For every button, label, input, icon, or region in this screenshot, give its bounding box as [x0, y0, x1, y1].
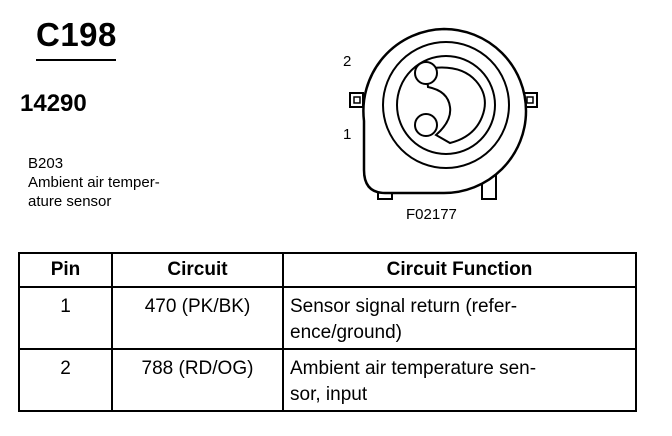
table-row: 2 788 (RD/OG) Ambient air temperature se…: [18, 348, 637, 412]
function-line: sor, input: [290, 384, 368, 405]
table-header-row: Pin Circuit Circuit Function: [18, 252, 637, 288]
component-name-line-2: ature sensor: [28, 193, 112, 210]
component-name-line-1: Ambient air temper-: [28, 174, 160, 191]
cell-pin: 1: [18, 286, 113, 350]
pinout-table: Pin Circuit Circuit Function 1 470 (PK/B…: [18, 252, 637, 412]
pin-label-2: 2: [343, 53, 352, 70]
function-line: Ambient air temperature sen-: [290, 358, 537, 379]
header-pin: Pin: [18, 252, 113, 288]
connector-id: C198: [36, 16, 117, 53]
component-description: B203 Ambient air temper- ature sensor: [28, 154, 160, 211]
cell-circuit: 788 (RD/OG): [111, 348, 284, 412]
connector-inner-ring: [382, 41, 510, 169]
function-line: ence/ground): [290, 322, 402, 343]
header-circuit: Circuit: [111, 252, 284, 288]
pin-cavity-outline: [396, 55, 496, 155]
cell-circuit-function: Ambient air temperature sen- sor, input: [282, 348, 637, 412]
table-row: 1 470 (PK/BK) Sensor signal return (refe…: [18, 286, 637, 350]
pin-label-1: 1: [343, 126, 352, 143]
figure-id: F02177: [406, 206, 457, 223]
left-latch-tab-inner: [353, 96, 361, 104]
keyed-insert: [424, 66, 486, 145]
cell-circuit-function: Sensor signal return (refer- ence/ground…: [282, 286, 637, 350]
function-line: Sensor signal return (refer-: [290, 296, 518, 317]
part-number: 14290: [20, 90, 87, 117]
component-code: B203: [28, 155, 64, 172]
header-circuit-function: Circuit Function: [282, 252, 637, 288]
right-latch-tab-inner: [526, 96, 534, 104]
cell-pin: 2: [18, 348, 113, 412]
cell-circuit: 470 (PK/BK): [111, 286, 284, 350]
connector-face-diagram: [349, 27, 538, 200]
pin-2-socket: [414, 61, 438, 85]
pin-1-socket: [414, 113, 438, 137]
connector-id-underline: [36, 59, 116, 61]
